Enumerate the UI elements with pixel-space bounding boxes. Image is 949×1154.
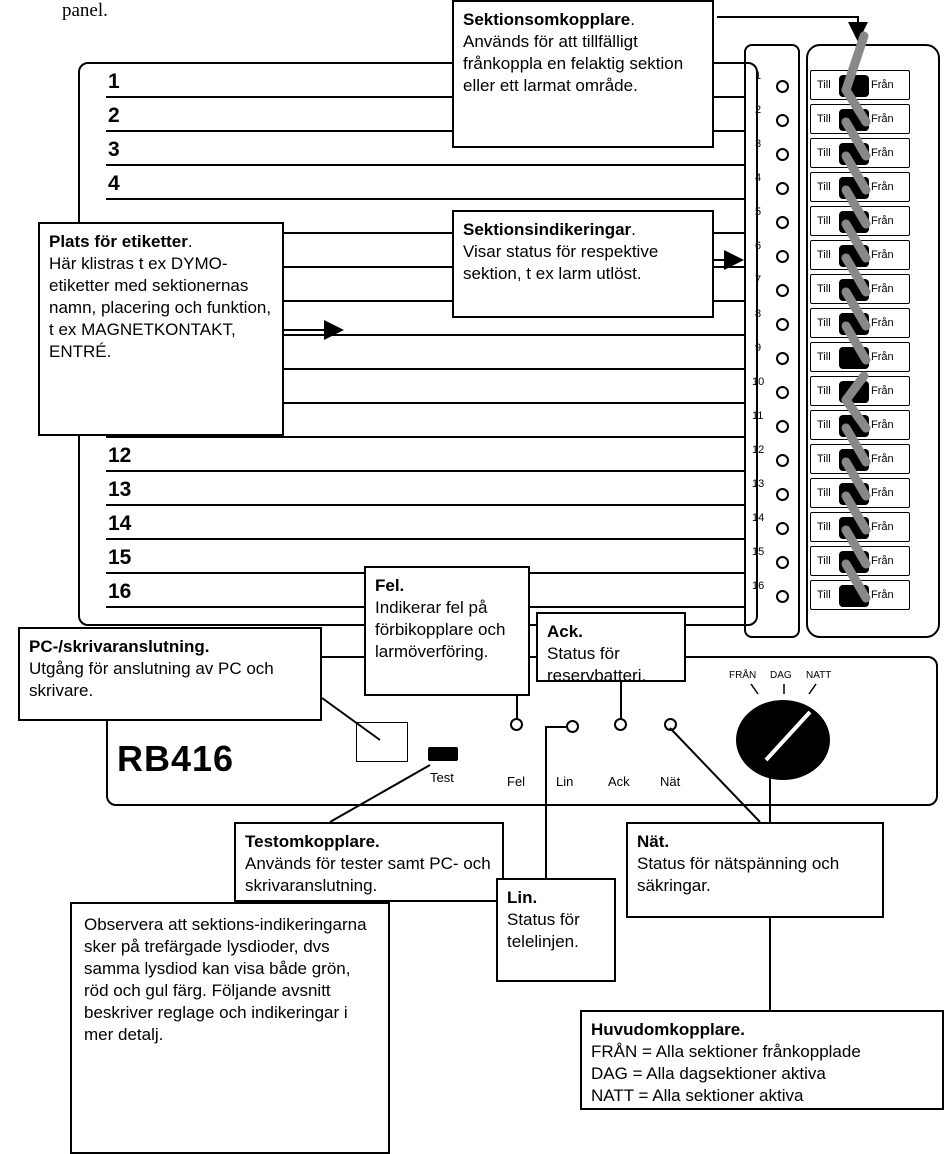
model-name: RB416 [117,738,235,779]
callout-main-switch: Huvudomkopplare. FRÅN = Alla sektioner f… [580,1010,944,1110]
callout-test: Testomkopplare. Används för tester samt … [234,822,504,902]
led-number: 8 [755,308,762,320]
led-number: 12 [752,444,765,456]
fel-label: Fel [507,774,526,789]
led-number: 16 [752,580,765,592]
section-led [776,522,789,535]
arrow-section-switch [717,16,868,42]
callout-section-switch: Sektionsomkopplare. Används för att till… [452,0,714,148]
led-number: 7 [755,274,762,286]
callout-indications: Sektionsindikeringar. Visar status för r… [452,210,714,318]
section-led [776,454,789,467]
led-number: 6 [755,240,762,252]
lin-label: Lin [556,774,574,789]
section-led [776,182,789,195]
led-number: 11 [752,410,764,422]
callout-fel: Fel. Indikerar fel på förbikopplare och … [364,566,530,696]
section-led [776,420,789,433]
row-number: 14 [108,512,132,535]
switch-column-frame [806,44,940,638]
intro-text: panel. [62,0,108,21]
led-number: 13 [752,478,765,490]
mode-label-fran: FRÅN [729,670,757,681]
section-led [776,216,789,229]
led-number: 10 [752,376,765,388]
mode-label-natt: NATT [806,670,832,681]
section-led [776,114,789,127]
led-number: 15 [752,546,765,558]
section-led [776,488,789,501]
section-led [776,250,789,263]
led-number: 14 [752,512,765,524]
mode-label-dag: DAG [770,670,792,681]
section-led [776,556,789,569]
led-column-frame [744,44,800,638]
row-number: 3 [108,138,120,161]
row-number: 4 [108,172,120,195]
test-label: Test [430,770,454,785]
callout-note: Observera att sektions-indikeringarna sk… [70,902,390,1154]
section-led [776,318,789,331]
section-led [776,352,789,365]
test-button[interactable] [428,747,458,761]
nat-label: Nät [660,774,681,789]
callout-ack: Ack. Status för reservbatteri. [536,612,686,685]
led-number: 9 [755,342,762,354]
row-number: 16 [108,580,132,603]
row-number: 15 [108,546,132,569]
callout-labels: Plats för etiketter. Här klistras t ex D… [38,222,284,436]
row-number: 12 [108,444,132,467]
ack-label: Ack [608,774,630,789]
section-led [776,590,789,603]
section-led [776,386,789,399]
led-number: 5 [755,206,762,218]
section-led [776,284,789,297]
row-number: 2 [108,104,120,127]
row-number: 1 [108,70,120,93]
section-led [776,80,789,93]
row-number: 13 [108,478,132,501]
led-number: 1 [755,70,762,82]
callout-pc: PC-/skrivaranslutning. Utgång för anslut… [18,627,322,721]
led-number: 2 [755,104,762,116]
led-number: 4 [755,172,762,184]
section-led [776,148,789,161]
callout-nat: Nät. Status för nätspänning och säkringa… [626,822,884,918]
nat-led [664,718,677,731]
led-number: 3 [755,138,762,150]
callout-lin: Lin. Status för telelinjen. [496,878,616,982]
